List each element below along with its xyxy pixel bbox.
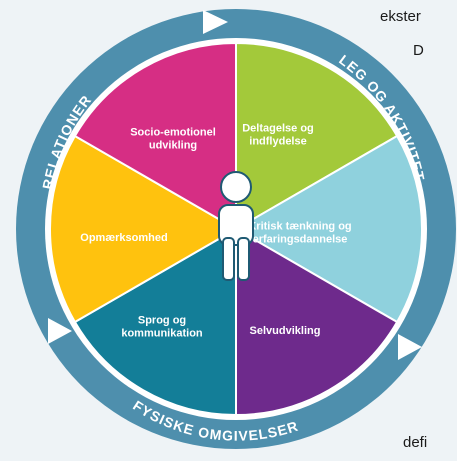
segment-label: Selvudvikling bbox=[250, 325, 321, 337]
arrow-top-icon bbox=[203, 10, 228, 34]
wheel-segment bbox=[48, 134, 239, 324]
segment-label-line: Opmærksomhed bbox=[80, 232, 167, 244]
segment-label-line: Kritisk tænkning og bbox=[248, 221, 351, 233]
wheel-segment bbox=[235, 41, 399, 231]
text-fragment-letter: D bbox=[413, 42, 424, 59]
person-icon bbox=[218, 171, 254, 281]
segment-label: Opmærksomhed bbox=[80, 232, 167, 244]
text-fragment-bottom: defi bbox=[403, 434, 428, 451]
arrow-left-icon bbox=[48, 318, 72, 344]
wheel-segment bbox=[235, 227, 399, 417]
text-fragment-top: ekster bbox=[380, 8, 421, 25]
segment-label-line: Sprog og bbox=[138, 315, 186, 327]
segment-label-line: Selvudvikling bbox=[250, 325, 321, 337]
segment-label-line: Deltagelse og bbox=[242, 123, 314, 135]
wheel-segment bbox=[233, 134, 424, 324]
segment-label-line: Socio-emotionel bbox=[130, 127, 216, 139]
segment-label-line: kommunikation bbox=[121, 328, 203, 340]
segment-label-line: udvikling bbox=[149, 140, 197, 152]
wheel-segment bbox=[73, 41, 237, 231]
segment-label-line: erfaringsdannelse bbox=[253, 234, 348, 246]
arrow-right-icon bbox=[398, 334, 422, 360]
wheel-segment bbox=[73, 227, 237, 417]
segment-label-line: indflydelse bbox=[249, 136, 306, 148]
